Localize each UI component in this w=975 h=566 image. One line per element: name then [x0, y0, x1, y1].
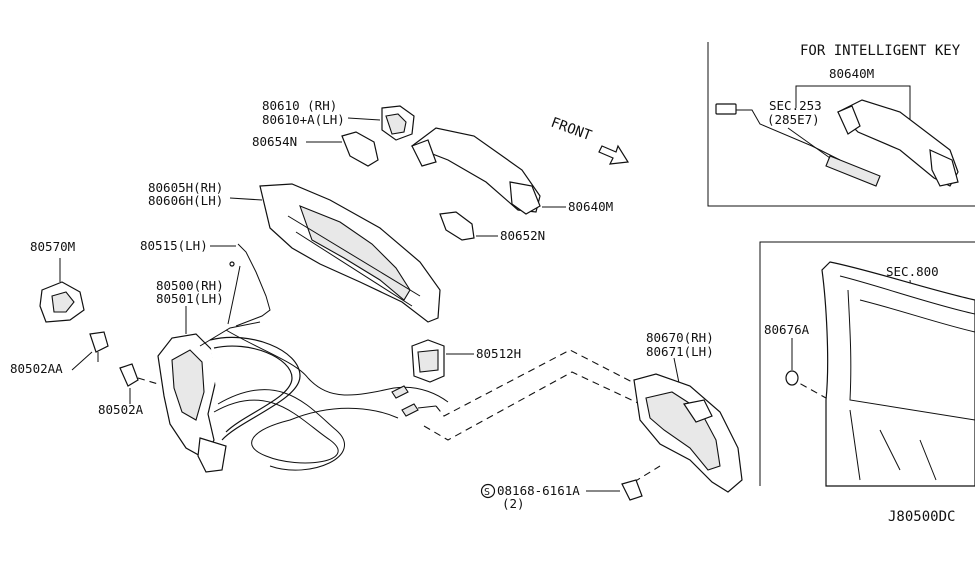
label-bolt-qty: (2): [502, 496, 525, 511]
part-80515-rod: 80515(LH): [140, 238, 271, 327]
part-80670-inside-handle: 80670(RH) 80671(LH): [633, 330, 743, 493]
label-sec253: SEC.253: [769, 98, 822, 113]
label-80610-lh: 80610+A(LH): [262, 112, 345, 127]
label-80501: 80501(LH): [156, 291, 224, 306]
diagram-code: J80500DC: [888, 509, 955, 525]
part-80570m-striker: 80570M: [30, 239, 85, 323]
label-80515: 80515(LH): [140, 238, 208, 253]
label-80500: 80500(RH): [156, 278, 224, 293]
label-80512h: 80512H: [476, 346, 521, 361]
label-80640m-inset: 80640M: [829, 66, 874, 81]
part-80502a-screw: 80502A: [98, 363, 159, 417]
label-80502a: 80502A: [98, 402, 144, 417]
label-80676a: 80676A: [764, 322, 810, 337]
label-80654n: 80654N: [252, 134, 297, 149]
label-80652n: 80652N: [500, 228, 545, 243]
part-80610-key-cylinder: 80610 (RH) 80610+A(LH): [262, 98, 415, 141]
antenna-harness: [715, 103, 881, 187]
part-80605h-bracket: 80605H(RH) 80606H(LH): [148, 180, 441, 323]
bolt-symbol: S: [484, 487, 490, 498]
front-arrow-icon: [598, 144, 630, 165]
part-80502aa-screw: 80502AA: [10, 331, 109, 376]
intelligent-key-title: FOR INTELLIGENT KEY: [800, 43, 961, 59]
connection-lines: [423, 349, 827, 483]
label-80570m: 80570M: [30, 239, 75, 254]
front-direction-indicator: FRONT: [549, 115, 630, 165]
part-80652n-gasket: 80652N: [439, 211, 545, 243]
label-80610-rh: 80610 (RH): [262, 98, 337, 113]
part-80654n-gasket: 80654N: [252, 131, 379, 167]
label-80502aa: 80502AA: [10, 361, 63, 376]
label-80606h: 80606H(LH): [148, 193, 223, 208]
part-80676a-clip: [785, 370, 799, 386]
label-sec253-sub: (285E7): [767, 112, 820, 127]
part-80500-door-lock: 80500(RH) 80501(LH): [156, 265, 449, 473]
label-80670: 80670(RH): [646, 330, 714, 345]
front-label: FRONT: [549, 115, 595, 145]
label-sec800: SEC.800: [886, 264, 939, 279]
part-80512h-switch: 80512H: [411, 339, 521, 383]
door-panel-inset: SEC.800 80676A: [759, 241, 975, 487]
label-80640m: 80640M: [568, 199, 613, 214]
part-08168-6161a-bolt: S 08168-6161A (2): [480, 479, 643, 511]
label-08168-6161a: 08168-6161A: [497, 483, 580, 498]
outside-handle-inset: [836, 99, 959, 187]
intelligent-key-inset: FOR INTELLIGENT KEY 80640M SEC.253 (285E…: [707, 42, 975, 207]
label-80671: 80671(LH): [646, 344, 714, 359]
label-80605h: 80605H(RH): [148, 180, 223, 195]
part-80640m-outside-handle: 80640M: [410, 127, 613, 215]
bolt-symbol-circle: [480, 483, 496, 499]
